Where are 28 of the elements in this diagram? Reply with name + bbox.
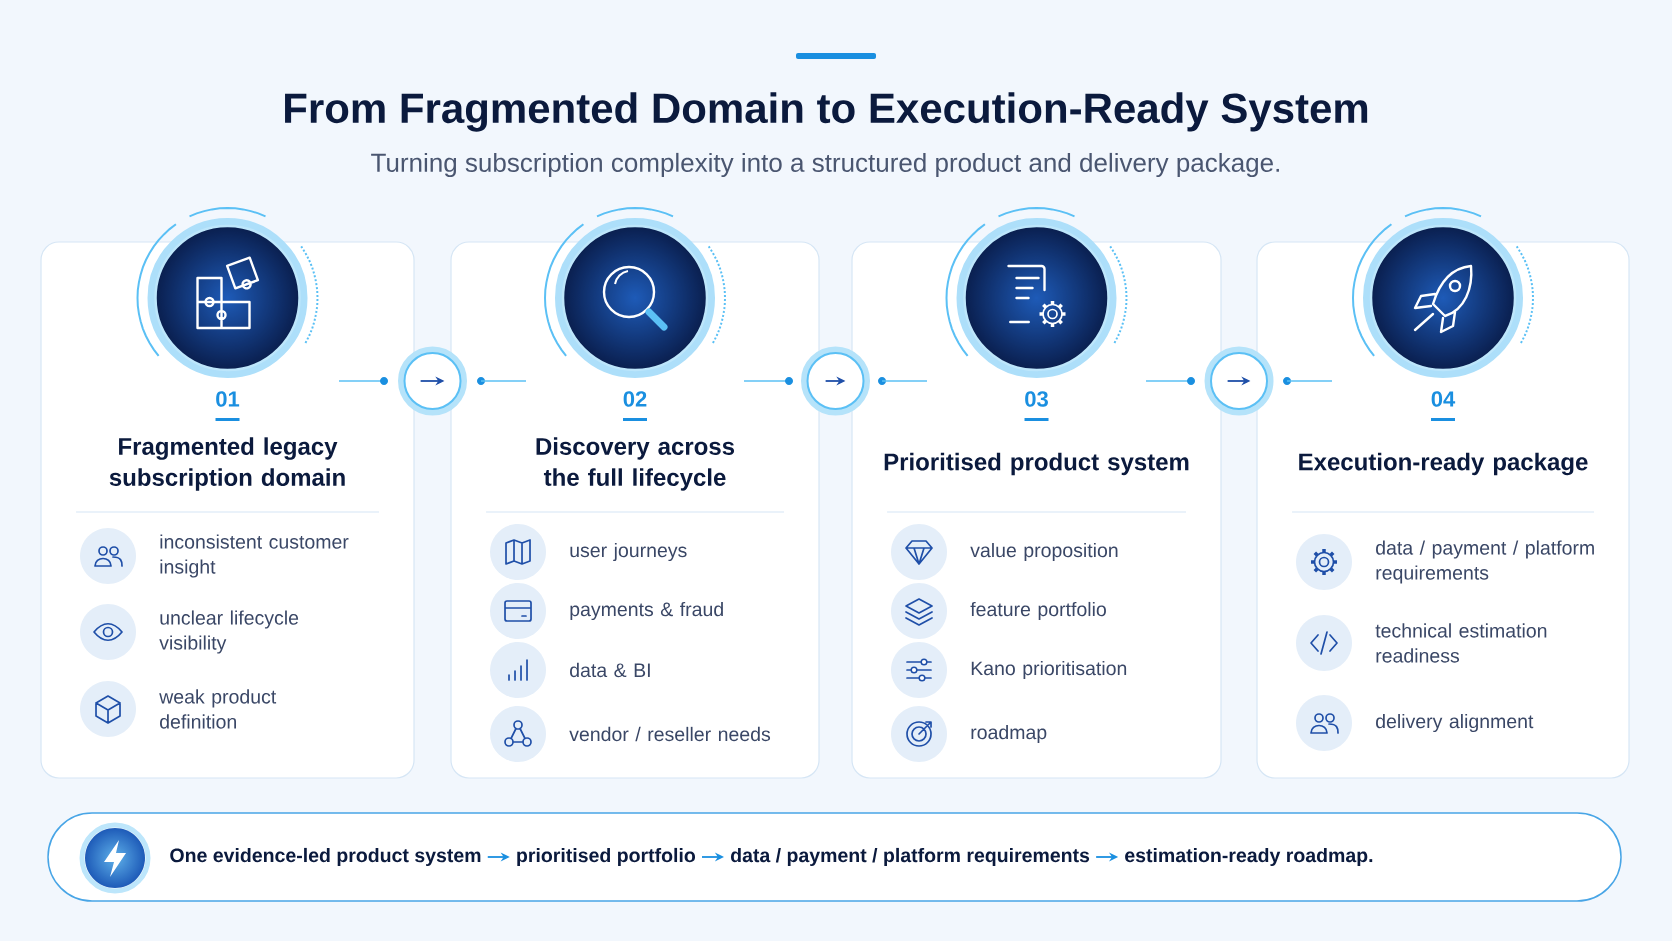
item-text: feature portfolio: [970, 601, 1106, 621]
summary-phrase: prioritised portfolio: [517, 847, 695, 867]
item-text: vendor / reseller needs: [569, 726, 771, 742]
step-number: 01: [216, 391, 240, 407]
item-text: payments & fraud: [570, 601, 723, 621]
item-text: technical estimation readiness: [1375, 623, 1547, 663]
item-text: roadmap: [971, 724, 1047, 744]
item-text: data / payment / platform requirements: [1376, 540, 1594, 584]
item-text: Kano prioritisation: [971, 660, 1127, 680]
card-heading: Prioritised product system: [884, 452, 1189, 476]
step-number: 04: [1431, 391, 1456, 407]
item-text: user journeys: [570, 542, 687, 562]
step-number: 02: [623, 391, 647, 407]
card-heading: Discovery across the full lifecycle: [536, 437, 735, 491]
subtitle: Turning subscription complexity into a structured product and delivery package.: [371, 152, 1279, 178]
card-heading: Fragmented legacy subscription domain: [109, 437, 345, 491]
card-heading: Execution-ready package: [1299, 452, 1588, 476]
item-text: inconsistent customer insight: [160, 534, 349, 578]
summary-phrase: One evidence-led product system: [170, 847, 481, 867]
step-number: 03: [1025, 391, 1048, 407]
item-text: data & BI: [570, 662, 650, 678]
item-text: unclear lifecycle visibility: [159, 610, 299, 654]
summary-phrase: data / payment / platform requirements: [731, 847, 1090, 867]
summary-phrase: estimation-ready roadmap.: [1125, 847, 1373, 867]
item-text: weak product definition: [159, 689, 277, 729]
item-text: value proposition: [970, 542, 1118, 562]
title: From Fragmented Domain to Execution-Ready System: [285, 92, 1368, 132]
item-text: delivery alignment: [1376, 713, 1534, 733]
